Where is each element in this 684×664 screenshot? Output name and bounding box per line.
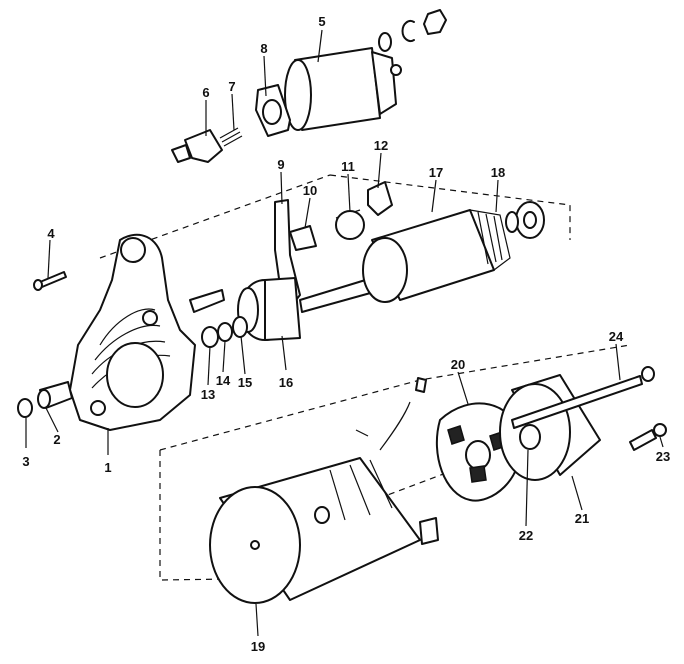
callout-11: 11 <box>341 159 355 174</box>
drive-end-bushing <box>37 381 73 409</box>
callout-19: 19 <box>251 639 265 654</box>
callout-16: 16 <box>279 375 293 390</box>
callout-8: 8 <box>260 41 267 56</box>
cover-screw <box>629 423 667 451</box>
callout-2: 2 <box>53 432 60 447</box>
callout-3: 3 <box>22 454 29 469</box>
callout-12: 12 <box>374 138 388 153</box>
callout-24: 24 <box>609 329 624 344</box>
through-bolt-long <box>511 366 655 429</box>
drive-end-housing <box>69 233 196 431</box>
pinion-bolt <box>189 289 225 313</box>
end-cap <box>17 398 33 418</box>
armature-bearing <box>505 201 545 239</box>
callout-7: 7 <box>228 79 235 94</box>
callout-1: 1 <box>104 460 111 475</box>
callout-20: 20 <box>451 357 465 372</box>
armature <box>299 209 511 313</box>
callout-4: 4 <box>47 226 55 241</box>
return-spring <box>335 209 365 240</box>
thrust-washer <box>201 326 219 348</box>
stop-ring <box>217 322 233 342</box>
callout-leader-lines <box>25 29 664 637</box>
callout-22: 22 <box>519 528 533 543</box>
callout-15: 15 <box>238 375 252 390</box>
snap-ring <box>232 316 248 338</box>
solenoid <box>284 47 402 131</box>
callout-23: 23 <box>656 449 670 464</box>
callout-18: 18 <box>491 165 505 180</box>
rubber-block <box>289 225 317 251</box>
callout-14: 14 <box>216 373 231 388</box>
callout-9: 9 <box>277 157 284 172</box>
pinion-drive <box>237 277 301 341</box>
callout-17: 17 <box>429 165 443 180</box>
callout-21: 21 <box>575 511 589 526</box>
solenoid-flange-plate <box>255 84 291 137</box>
solenoid-terminal-hardware <box>378 9 447 52</box>
callout-6: 6 <box>202 85 209 100</box>
field-frame-yoke <box>209 457 439 604</box>
retainer-plate <box>367 181 393 216</box>
commutator-end-bushing <box>519 424 541 450</box>
callout-10: 10 <box>303 183 317 198</box>
solenoid-plunger <box>171 127 243 163</box>
through-bolt-short <box>33 271 67 291</box>
callout-numbers: 1 2 3 4 5 6 7 8 9 10 11 12 13 14 15 16 1… <box>22 14 670 654</box>
callout-13: 13 <box>201 387 215 402</box>
field-wiring-leads <box>355 377 427 451</box>
callout-5: 5 <box>318 14 325 29</box>
